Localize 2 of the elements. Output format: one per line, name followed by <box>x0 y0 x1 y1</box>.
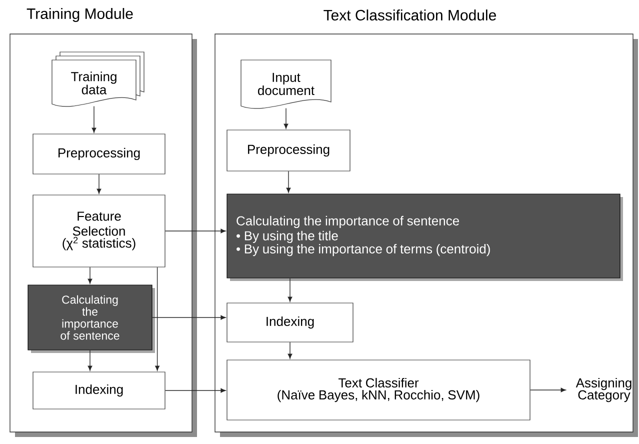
module-title: Text Classification Module <box>324 10 496 20</box>
module-title: Training Module <box>26 8 133 22</box>
